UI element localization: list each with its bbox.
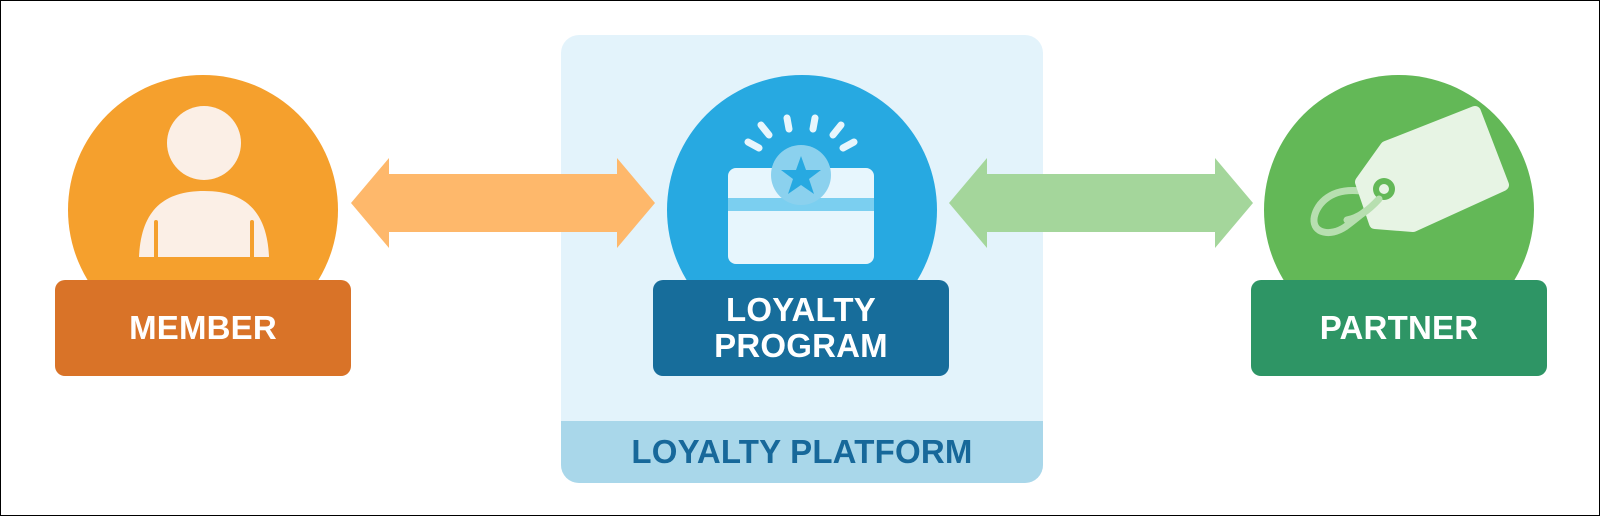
member-label: MEMBER	[55, 280, 351, 376]
price-tag-icon	[1310, 106, 1509, 237]
loyalty-platform-label: LOYALTY PLATFORM	[631, 433, 973, 470]
loyalty-partner-arrow	[949, 158, 1253, 248]
user-icon	[139, 106, 269, 259]
loyalty-card-icon	[728, 114, 874, 264]
partner-label: PARTNER	[1251, 280, 1547, 376]
member-loyalty-arrow	[351, 158, 655, 248]
loyalty-platform-footer: LOYALTY PLATFORM	[561, 421, 1043, 483]
loyalty-program-label: LOYALTY PROGRAM	[653, 280, 949, 376]
